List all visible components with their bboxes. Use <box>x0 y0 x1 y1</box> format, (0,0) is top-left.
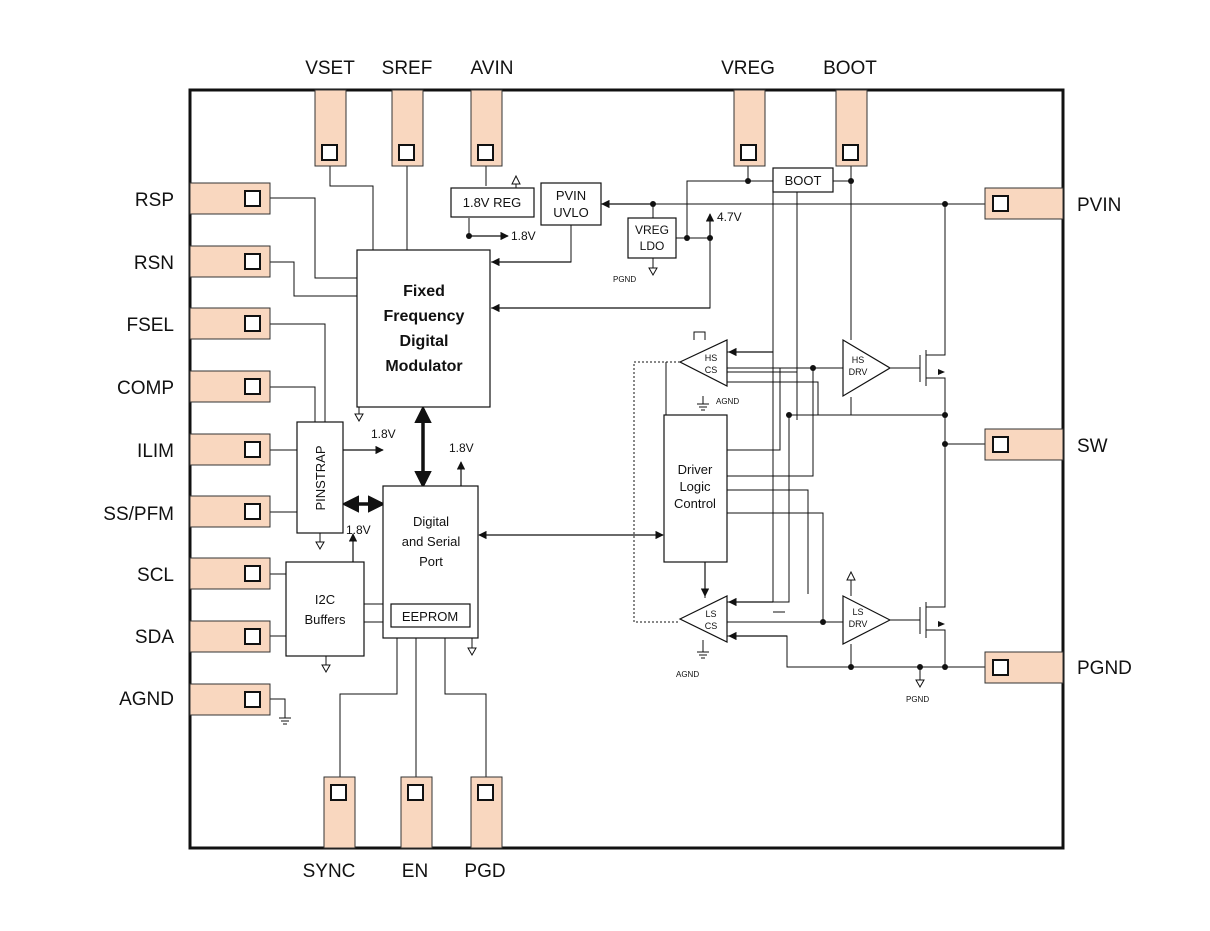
pin-label-rsn: RSN <box>134 253 174 274</box>
hs-cs-line-1: HS <box>705 353 718 363</box>
driver-logic-block: Driver Logic Control <box>663 414 728 563</box>
label-1v8-pinstrap: 1.8V <box>371 427 396 441</box>
pin-vreg: VREG <box>721 58 775 167</box>
hs-cs-line-2: CS <box>705 365 718 375</box>
pin-label-en: EN <box>402 861 428 882</box>
driver-line-2: Logic <box>679 479 711 494</box>
supply-marks <box>315 174 925 689</box>
mosfet-symbols <box>938 369 945 627</box>
digital-port-block: Digital and Serial Port EEPROM <box>382 485 479 639</box>
pin-sync: SYNC <box>303 776 356 882</box>
modulator-line-3: Digital <box>400 333 449 350</box>
pin-label-sw: SW <box>1077 436 1108 457</box>
boot-box-label: BOOT <box>785 173 822 188</box>
i2c-block: I2C Buffers <box>285 561 365 657</box>
uvlo-line-1: PVIN <box>556 188 586 203</box>
ls-cs-comparator: LS CS <box>678 595 728 643</box>
ground-symbols <box>279 403 709 725</box>
junctions <box>466 178 948 670</box>
digital-port-line-1: Digital <box>413 514 449 529</box>
driver-line-3: Control <box>674 496 716 511</box>
pin-label-sda: SDA <box>135 627 174 648</box>
pin-label-vset: VSET <box>305 58 355 79</box>
chip-outline <box>188 88 1065 850</box>
pin-label-rsp: RSP <box>135 190 174 211</box>
ls-drv-line-2: DRV <box>849 619 868 629</box>
label-4v7: 4.7V <box>717 210 742 224</box>
uvlo-line-2: UVLO <box>553 205 588 220</box>
hs-drv-buffer: HS DRV <box>842 338 892 398</box>
ldo-line-1: VREG <box>635 223 669 237</box>
hs-drv-line-2: DRV <box>849 367 868 377</box>
pin-sw: SW <box>984 428 1108 461</box>
reg18-block: 1.8V REG <box>450 187 535 218</box>
label-1v8-i2c: 1.8V <box>346 523 371 537</box>
label-pgnd-out: PGND <box>906 695 929 704</box>
ls-drv-line-1: LS <box>852 607 863 617</box>
ldo-line-2: LDO <box>640 239 665 253</box>
hs-drv-line-1: HS <box>852 355 865 365</box>
i2c-line-1: I2C <box>315 592 335 607</box>
reg18-label: 1.8V REG <box>463 195 522 210</box>
pin-pgd: PGD <box>464 776 506 882</box>
annotations: 1.8V 1.8V 1.8V 1.8V 4.7V PGND PGND AGND … <box>346 210 929 704</box>
pin-sref: SREF <box>382 58 433 167</box>
pin-agnd: AGND <box>119 683 271 716</box>
hs-cs-comparator: HS CS <box>678 339 728 387</box>
pvin-uvlo-block: PVIN UVLO <box>540 182 602 226</box>
pin-rsn: RSN <box>134 245 271 278</box>
digital-port-line-3: Port <box>419 554 443 569</box>
pin-label-vreg: VREG <box>721 58 775 79</box>
pin-label-sref: SREF <box>382 58 433 79</box>
pin-label-pvin: PVIN <box>1077 195 1121 216</box>
pin-label-pgnd: PGND <box>1077 658 1132 679</box>
pin-label-agnd: AGND <box>119 689 174 710</box>
pin-label-boot: BOOT <box>823 58 877 79</box>
label-pgnd-ldo: PGND <box>613 275 636 284</box>
pin-avin: AVIN <box>470 58 514 167</box>
label-agnd-hs: AGND <box>716 397 739 406</box>
pin-pvin: PVIN <box>984 187 1121 220</box>
ls-cs-line-1: LS <box>705 609 716 619</box>
vreg-ldo-block: VREG LDO <box>627 217 677 259</box>
modulator-line-4: Modulator <box>385 358 462 375</box>
pin-comp: COMP <box>117 370 271 403</box>
pinstrap-block: PINSTRAP <box>296 421 344 534</box>
pin-boot: BOOT <box>823 58 877 167</box>
pin-ilim: ILIM <box>137 433 271 466</box>
modulator-line-2: Frequency <box>384 308 465 325</box>
i2c-line-2: Buffers <box>305 612 346 627</box>
pin-fsel: FSEL <box>126 307 271 340</box>
pin-scl: SCL <box>137 557 271 590</box>
pin-sda: SDA <box>135 620 271 653</box>
pin-en: EN <box>400 776 433 882</box>
modulator-line-1: Fixed <box>403 283 445 300</box>
digital-port-line-2: and Serial <box>402 534 461 549</box>
pin-label-fsel: FSEL <box>126 315 174 336</box>
pinstrap-label: PINSTRAP <box>313 445 328 510</box>
arrows <box>341 199 787 641</box>
ls-drv-buffer: LS DRV <box>842 595 892 645</box>
modulator-block: Fixed Frequency Digital Modulator <box>356 249 491 408</box>
pin-label-avin: AVIN <box>471 58 514 79</box>
pin-vset: VSET <box>305 58 355 167</box>
pin-label-ilim: ILIM <box>137 441 174 462</box>
pin-label-pgd: PGD <box>464 861 505 882</box>
label-1v8-digital: 1.8V <box>449 441 474 455</box>
pin-rsp: RSP <box>135 182 271 215</box>
pin-label-scl: SCL <box>137 565 174 586</box>
ls-cs-line-2: CS <box>705 621 718 631</box>
pin-ss-pfm: SS/PFM <box>103 495 271 528</box>
pin-pgnd: PGND <box>984 651 1132 684</box>
eeprom-label: EEPROM <box>402 609 458 624</box>
label-1v8-reg: 1.8V <box>511 229 536 243</box>
boot-block: BOOT <box>772 167 834 193</box>
pin-label-comp: COMP <box>117 378 174 399</box>
label-agnd-ls: AGND <box>676 670 699 679</box>
pin-label-sync: SYNC <box>303 861 356 882</box>
driver-line-1: Driver <box>678 462 713 477</box>
pin-label-ss-pfm: SS/PFM <box>103 504 174 525</box>
